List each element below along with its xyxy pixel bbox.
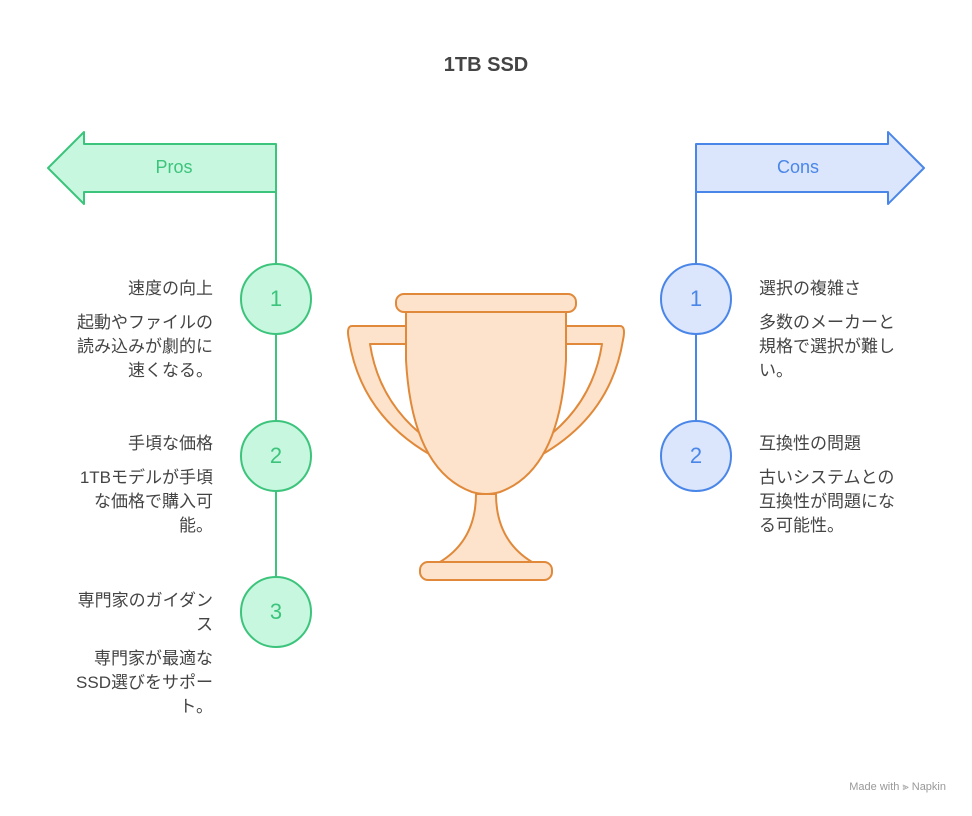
cons-number-2: 2 [689, 443, 703, 468]
napkin-watermark[interactable]: Made with ⫸ Napkin [849, 781, 946, 794]
item-desc-line: る可能性。 [759, 516, 844, 535]
item-desc-line: 起動やファイルの [77, 313, 213, 332]
item-heading: 手頃な価格 [128, 434, 213, 453]
item-desc-line: 読み込みが劇的に [77, 337, 213, 356]
cons-number-1: 1 [689, 286, 703, 311]
item-desc-line: 専門家が最適な [94, 649, 213, 668]
item-desc-line: 規格で選択が難し [759, 337, 895, 356]
item-desc-line: 互換性が問題にな [759, 492, 895, 511]
item-heading: 専門家のガイダン ス [43, 589, 213, 637]
pros-circle-3 [240, 576, 312, 648]
pros-item-1: 速度の向上 起動やファイルの 読み込みが劇的に 速くなる。 [43, 277, 213, 383]
item-desc-line: な価格で購入可 [94, 492, 213, 511]
item-desc-line: SSD選びをサポー [76, 673, 213, 692]
item-desc-line: 多数のメーカーと [759, 313, 895, 332]
item-desc-line: 速くなる。 [128, 361, 213, 380]
pros-number-3: 3 [269, 599, 283, 624]
trophy-icon [347, 293, 625, 581]
item-heading: 選択の複雑さ [759, 279, 861, 298]
item-heading: 速度の向上 [128, 279, 213, 298]
napkin-logo-icon: ⫸ [902, 781, 909, 793]
item-desc-line: 古いシステムとの [759, 468, 895, 487]
pros-label: Pros [155, 157, 193, 177]
pros-circle-2 [240, 420, 312, 492]
item-desc-line: 1TBモデルが手頃 [79, 468, 213, 487]
item-desc-line: い。 [759, 361, 793, 380]
item-desc-line: 能。 [179, 516, 213, 535]
napkin-brand: Napkin [911, 781, 946, 793]
made-with-text: Made with [849, 781, 900, 793]
item-heading-line: ス [196, 615, 213, 634]
pros-number-1: 1 [269, 286, 283, 311]
pros-number-2: 2 [269, 443, 283, 468]
pros-arrow [47, 131, 277, 205]
pros-item-2: 手頃な価格 1TBモデルが手頃 な価格で購入可 能。 [43, 432, 213, 538]
pros-item-3: 専門家のガイダン ス 専門家が最適な SSD選びをサポー ト。 [43, 589, 213, 719]
item-heading-line: 専門家のガイダン [77, 591, 213, 610]
page-title: 1TB SSD [443, 54, 529, 76]
cons-arrow [695, 131, 925, 205]
cons-circle-2 [660, 420, 732, 492]
cons-label: Cons [776, 157, 820, 177]
item-desc-line: ト。 [179, 697, 213, 716]
item-heading: 互換性の問題 [759, 434, 861, 453]
pros-circle-1 [240, 263, 312, 335]
cons-circle-1 [660, 263, 732, 335]
cons-item-2: 互換性の問題 古いシステムとの 互換性が問題にな る可能性。 [759, 432, 929, 538]
cons-item-1: 選択の複雑さ 多数のメーカーと 規格で選択が難し い。 [759, 277, 929, 383]
